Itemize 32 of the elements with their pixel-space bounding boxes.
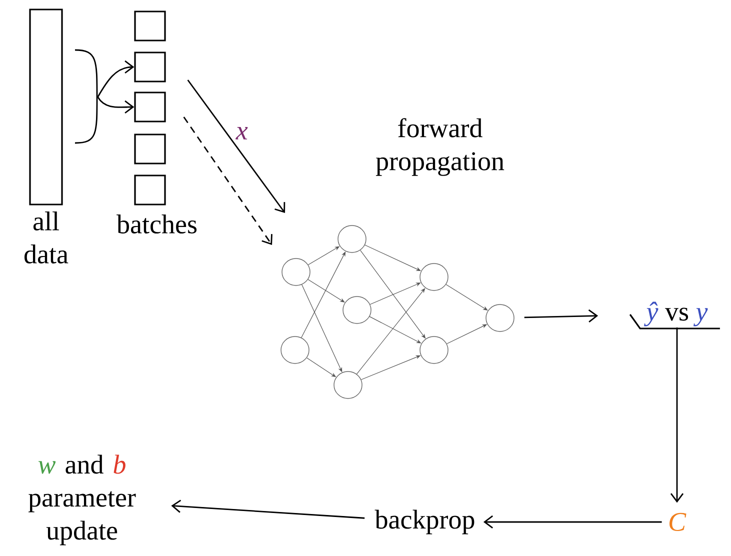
text-label: forward propagation [376, 118, 504, 176]
neuron-circle [282, 258, 310, 286]
arrow [97, 96, 134, 114]
arrow [670, 328, 684, 503]
neuron-circle [420, 263, 448, 291]
edge-label: x [234, 126, 249, 140]
arrow [183, 116, 272, 245]
batch-box [134, 174, 166, 206]
comparison-label: ŷ vs y [629, 302, 720, 330]
arrow [187, 80, 286, 213]
neuron-circle [280, 336, 310, 364]
neuron-circle [342, 296, 372, 324]
batch-box [134, 10, 166, 42]
neuron-circle [334, 371, 362, 399]
batch-box [134, 52, 166, 82]
batch-box [134, 134, 166, 164]
arrow [524, 309, 598, 323]
arrow [446, 284, 488, 310]
data-bar [29, 8, 63, 206]
neuron-circle [486, 304, 514, 332]
batch-box [134, 92, 166, 122]
arrow [97, 60, 134, 98]
step-label: backprop [374, 510, 474, 534]
text-label: batches [116, 214, 197, 234]
neuron-circle [420, 336, 448, 364]
update-label: w and b parameter update [28, 454, 136, 546]
cost-label: C [670, 512, 686, 532]
arrow [483, 515, 662, 529]
bar-label: all data [24, 211, 68, 264]
arrow [171, 500, 365, 519]
arrow [308, 279, 345, 302]
neuron-circle [338, 225, 366, 253]
